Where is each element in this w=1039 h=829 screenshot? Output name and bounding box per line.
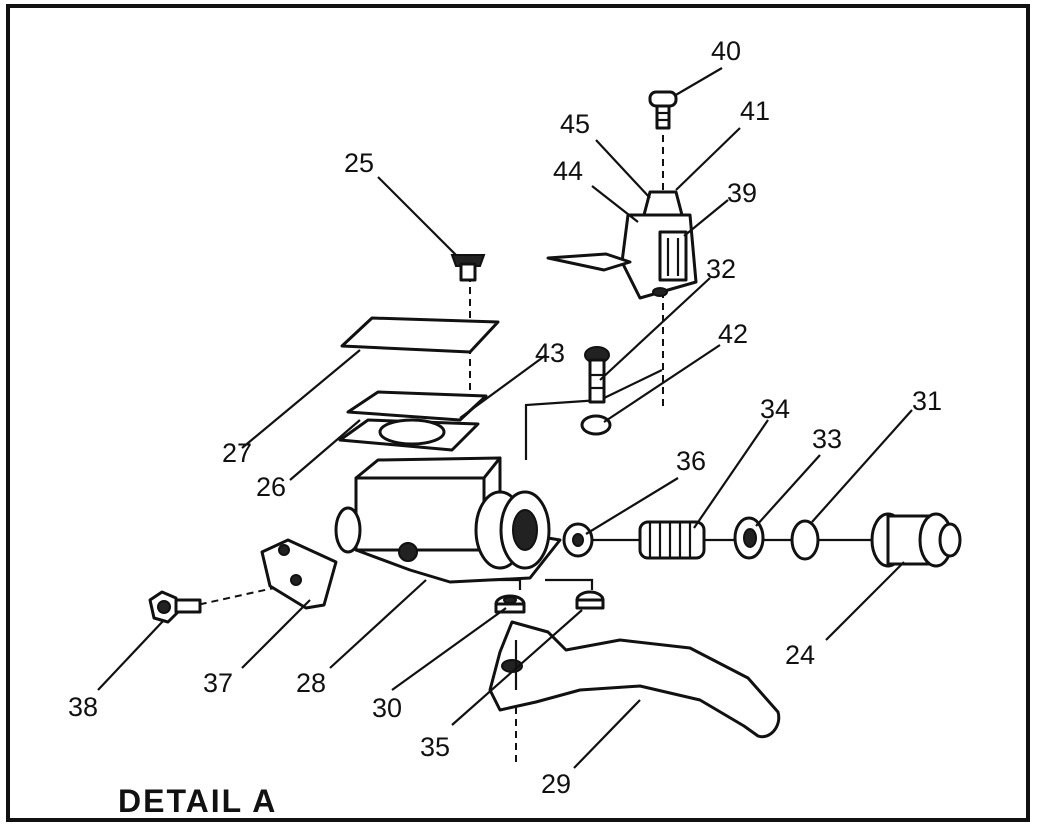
part-40-screw xyxy=(648,90,678,130)
part-38-screw xyxy=(148,590,202,624)
part-26-diaphragm xyxy=(338,390,488,452)
part-31-o-ring xyxy=(790,519,820,561)
bracket-screw-axis xyxy=(187,579,311,608)
part-28-master-cylinder-body xyxy=(334,456,562,584)
callout-38: 38 xyxy=(68,692,98,722)
callout-32: 32 xyxy=(706,254,736,284)
bushing-axis-right xyxy=(545,578,594,590)
callout-44: 44 xyxy=(553,156,583,186)
part-29-lever xyxy=(488,620,781,739)
detail-title: DETAIL A xyxy=(118,783,277,819)
part-33-seal xyxy=(733,516,765,560)
callout-35: 35 xyxy=(420,732,450,762)
part-37-bracket xyxy=(260,538,338,610)
part-25-screw xyxy=(450,254,486,282)
callout-24: 24 xyxy=(785,640,815,670)
callout-40: 40 xyxy=(711,36,741,66)
callout-37: 37 xyxy=(203,668,233,698)
part-42-nut xyxy=(580,414,612,436)
callout-36: 36 xyxy=(676,446,706,476)
part-24-piston xyxy=(870,512,962,568)
callout-43: 43 xyxy=(535,338,565,368)
callout-42: 42 xyxy=(718,319,748,349)
part-30-bushing xyxy=(494,594,526,614)
callout-29: 29 xyxy=(541,769,571,799)
pivot-axis-line xyxy=(524,369,663,460)
callout-41: 41 xyxy=(740,96,770,126)
leader-lines xyxy=(97,67,913,769)
callout-34: 34 xyxy=(760,394,790,424)
part-27-cover xyxy=(340,316,500,354)
part-34-spring xyxy=(638,520,706,560)
part-32-pivot-bolt xyxy=(584,346,610,404)
callout-45: 45 xyxy=(560,109,590,139)
callout-31: 31 xyxy=(912,386,942,416)
callout-25: 25 xyxy=(344,148,374,178)
callout-30: 30 xyxy=(372,693,402,723)
callout-39: 39 xyxy=(727,178,757,208)
part-35-bushing xyxy=(575,590,605,610)
callout-28: 28 xyxy=(296,668,326,698)
callout-27: 27 xyxy=(222,438,252,468)
part-39-switch-assembly xyxy=(546,190,698,300)
callout-26: 26 xyxy=(256,472,286,502)
callout-33: 33 xyxy=(812,424,842,454)
part-36-washer xyxy=(562,522,594,558)
